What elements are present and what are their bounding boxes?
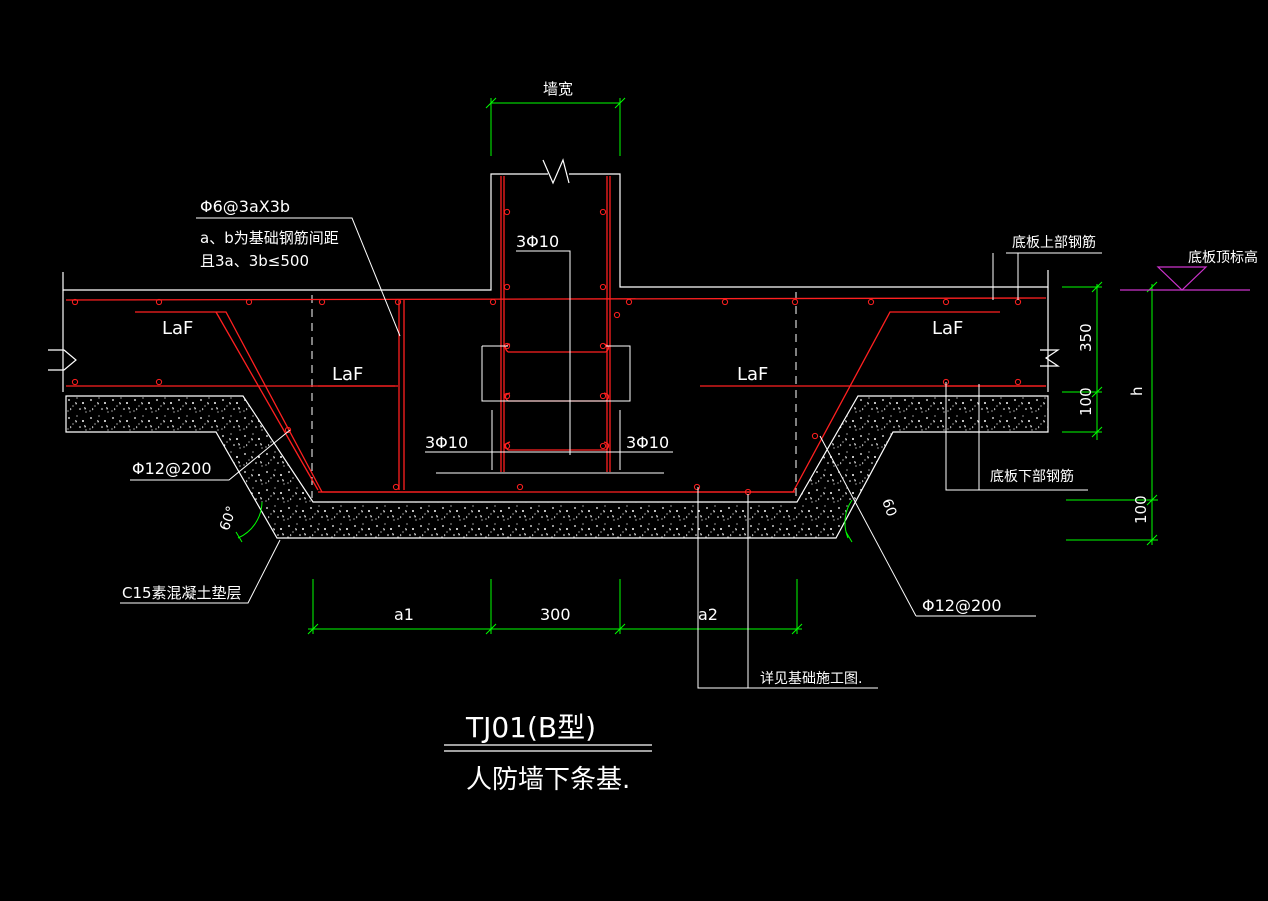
title-code: TJ01(B型) bbox=[465, 711, 596, 744]
slab-bottom-rebar-label: 底板下部钢筋 bbox=[990, 468, 1074, 485]
elevation-symbol bbox=[1120, 266, 1250, 291]
bottom-bars-right-label: 3Φ10 bbox=[626, 433, 669, 452]
rebar bbox=[65, 176, 1047, 493]
left-slope-bar-label: Φ12@200 bbox=[132, 459, 212, 478]
dim-a2: a2 bbox=[698, 605, 718, 624]
right-slope-bar-label: Φ12@200 bbox=[922, 596, 1002, 615]
stirrup-note-2: 且3a、3b≤500 bbox=[200, 252, 309, 270]
wall-bars-label: 3Φ10 bbox=[516, 232, 559, 251]
text-labels: 墙宽 Φ6@3aX3b a、b为基础钢筋间距 且3a、3b≤500 3Φ10 L… bbox=[122, 80, 1258, 795]
anchor-mid-right: LaF bbox=[737, 364, 768, 385]
cushion-label: C15素混凝土垫层 bbox=[122, 584, 242, 602]
anchor-top-left: LaF bbox=[162, 318, 193, 339]
bottom-bars-left-label: 3Φ10 bbox=[425, 433, 468, 452]
stirrup-note-1: a、b为基础钢筋间距 bbox=[200, 229, 339, 247]
angle-right-label: 60 bbox=[878, 497, 899, 519]
title-underlines bbox=[444, 744, 652, 752]
dim-h: h bbox=[1128, 386, 1146, 396]
title-name: 人防墙下条基. bbox=[466, 765, 630, 795]
dim-a1: a1 bbox=[394, 605, 414, 624]
leader-lines bbox=[120, 217, 1102, 689]
dim-300: 300 bbox=[540, 605, 571, 624]
concrete-outline bbox=[48, 158, 1060, 392]
wall-width-label: 墙宽 bbox=[543, 80, 573, 98]
dim-100-lower: 100 bbox=[1132, 495, 1150, 524]
slab-top-rebar-label: 底板上部钢筋 bbox=[1012, 234, 1096, 251]
see-plan-label: 详见基础施工图. bbox=[760, 670, 862, 687]
slab-top-elev-label: 底板顶标高 bbox=[1188, 249, 1258, 266]
anchor-top-right: LaF bbox=[932, 318, 963, 339]
dimension-lines bbox=[235, 97, 1158, 635]
dim-350: 350 bbox=[1077, 323, 1095, 352]
stirrup-spec-label: Φ6@3aX3b bbox=[200, 197, 290, 216]
dim-100-upper: 100 bbox=[1077, 387, 1095, 416]
cushion-layer bbox=[65, 395, 1049, 539]
angle-left-label: 60° bbox=[217, 504, 241, 533]
section-dash-lines bbox=[311, 292, 797, 498]
anchor-mid-left: LaF bbox=[332, 364, 363, 385]
